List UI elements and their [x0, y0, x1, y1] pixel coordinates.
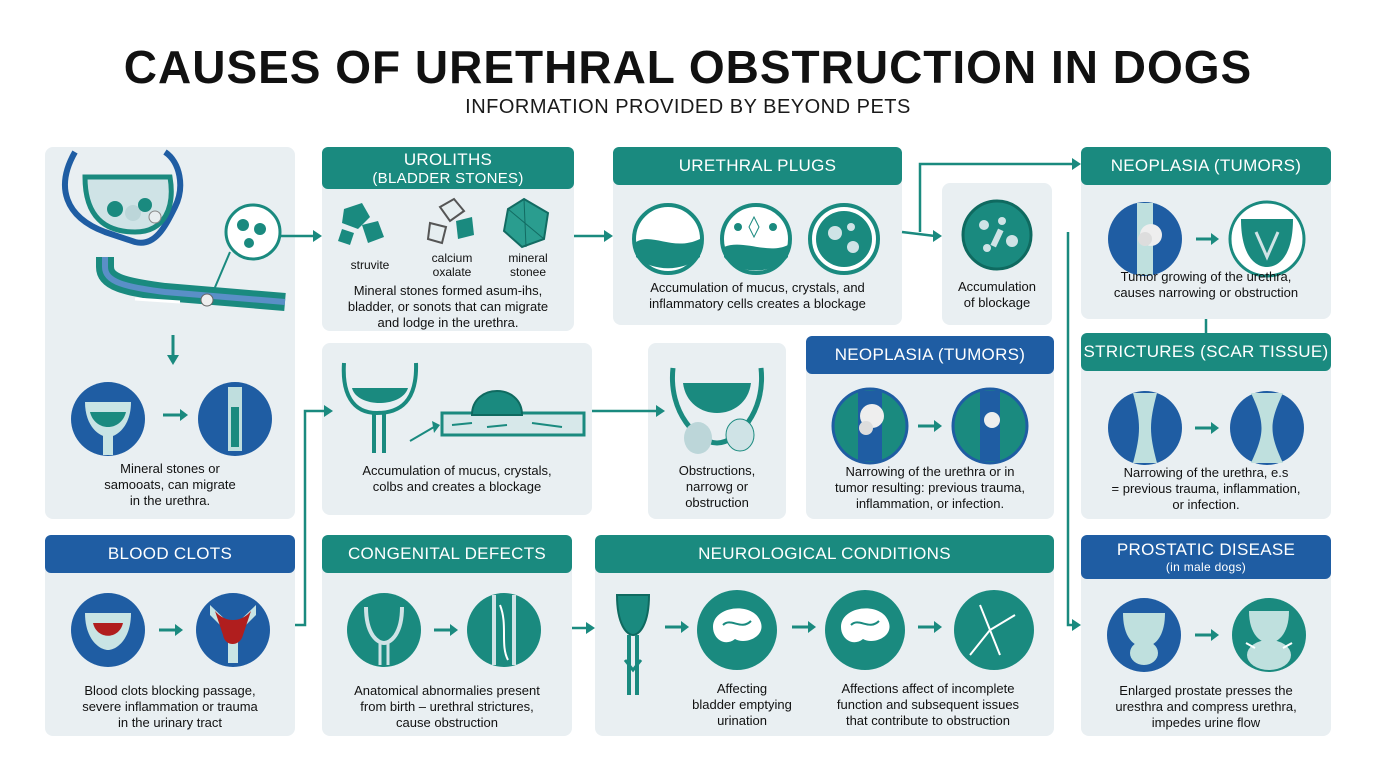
neoplasia-right-panel: NEOPLASIA (TUMORS) Tumor growing of the …	[1081, 147, 1331, 319]
label-calcium-oxalate: calcium oxalate	[431, 251, 473, 279]
blood-clot-icons	[71, 593, 270, 667]
prostatic-header-title: PROSTATIC DISEASE	[1116, 540, 1296, 559]
strictures-panel: STRICTURES (SCAR TISSUE) Narrowing of th…	[1081, 333, 1331, 519]
urethra-narrowing-icons	[831, 387, 1029, 465]
uroliths-header-line2: (BLADDER STONES)	[372, 169, 524, 187]
bladder-obstruction-icon	[669, 367, 765, 454]
uroliths-header: UROLITHS (BLADDER STONES)	[322, 147, 574, 189]
congenital-panel: CONGENITAL DEFECTS Anatomical abnormalie…	[322, 535, 572, 736]
plug-icons	[632, 203, 880, 275]
strictures-header: STRICTURES (SCAR TISSUE)	[1081, 333, 1331, 371]
blood-clots-panel: BLOOD CLOTS Blood clots blocking passage…	[45, 535, 295, 736]
uroliths-text: Mineral stones formed asum-ihs, bladder,…	[347, 283, 549, 330]
page-subtitle: INFORMATION PROVIDED BY BEYOND PETS	[465, 96, 911, 118]
middle-accumulation-panel: Accumulation of mucus, crystals, colbs a…	[322, 343, 592, 515]
obstructions-panel: Obstructions, narrowg or obstruction	[648, 343, 786, 519]
neuro-text-1: Affecting bladder emptying urination	[692, 681, 792, 728]
blood-clots-text: Blood clots blocking passage, severe inf…	[82, 683, 258, 730]
left-panel: Mineral stones or samooats, can migrate …	[45, 147, 295, 519]
label-mineral-stonee: mineral stonee	[508, 251, 548, 279]
prostatic-panel: PROSTATIC DISEASE (in male dogs) Enlarge…	[1081, 535, 1331, 736]
neuro-text-2: Affections affect of incomplete function…	[836, 681, 1020, 728]
urethral-plugs-panel: URETHRAL PLUGS Accumulation of mucus, cr…	[613, 147, 902, 325]
neoplasia-right-header: NEOPLASIA (TUMORS)	[1081, 147, 1331, 185]
neuro-panel: NEUROLOGICAL CONDITIONS Affecting bladde…	[595, 535, 1054, 736]
congenital-icons	[347, 593, 541, 667]
mucus-blockage-illustration	[341, 362, 586, 453]
arrow-plugs-to-accumulation	[901, 230, 936, 238]
blood-clots-header: BLOOD CLOTS	[45, 535, 295, 573]
congenital-header: CONGENITAL DEFECTS	[322, 535, 572, 573]
uroliths-header-line1: UROLITHS	[403, 149, 493, 169]
stricture-icons	[1108, 391, 1304, 465]
label-struvite: struvite	[350, 258, 390, 272]
arrow-right-vertical	[1066, 232, 1074, 627]
neoplasia-right-text: Tumor growing of the urethra, causes nar…	[1113, 269, 1299, 300]
page-title: CAUSES OF URETHRAL OBSTRUCTION IN DOGS	[123, 41, 1253, 93]
prostatic-header-sub: (in male dogs)	[1165, 560, 1247, 574]
neoplasia-mid-header: NEOPLASIA (TUMORS)	[806, 336, 1054, 374]
accumulation-text: Accumulation of blockage	[957, 279, 1037, 310]
urethral-plugs-text: Accumulation of mucus, crystals, and inf…	[649, 280, 866, 311]
middle-accumulation-text: Accumulation of mucus, crystals, colbs a…	[362, 463, 552, 494]
tumor-growth-icons	[1108, 200, 1306, 278]
congenital-text: Anatomical abnormalies present from birt…	[354, 683, 540, 730]
accumulation-panel: Accumulation of blockage	[942, 183, 1052, 325]
bladder-stone-migration-illustration	[62, 149, 286, 456]
neuro-header: NEUROLOGICAL CONDITIONS	[595, 535, 1054, 573]
neoplasia-mid-panel: NEOPLASIA (TUMORS) Narrowing of the uret…	[806, 336, 1054, 519]
neuro-icons	[615, 590, 1034, 695]
strictures-text: Narrowing of the urethra, e.s = previous…	[1111, 465, 1301, 512]
urethral-plugs-header: URETHRAL PLUGS	[613, 147, 902, 185]
stone-types-icons	[338, 197, 550, 249]
uroliths-panel: UROLITHS (BLADDER STONES) struvite calci…	[322, 147, 574, 331]
neoplasia-mid-text: Narrowing of the urethra or in tumor res…	[834, 464, 1026, 511]
obstructions-text: Obstructions, narrowg or obstruction	[678, 463, 756, 510]
prostatic-text: Enlarged prostate presses the uresthra a…	[1115, 683, 1297, 730]
prostatic-header: PROSTATIC DISEASE (in male dogs)	[1081, 535, 1331, 579]
left-panel-text: Mineral stones or samooats, can migrate …	[104, 461, 236, 508]
prostate-icons	[1107, 598, 1306, 672]
